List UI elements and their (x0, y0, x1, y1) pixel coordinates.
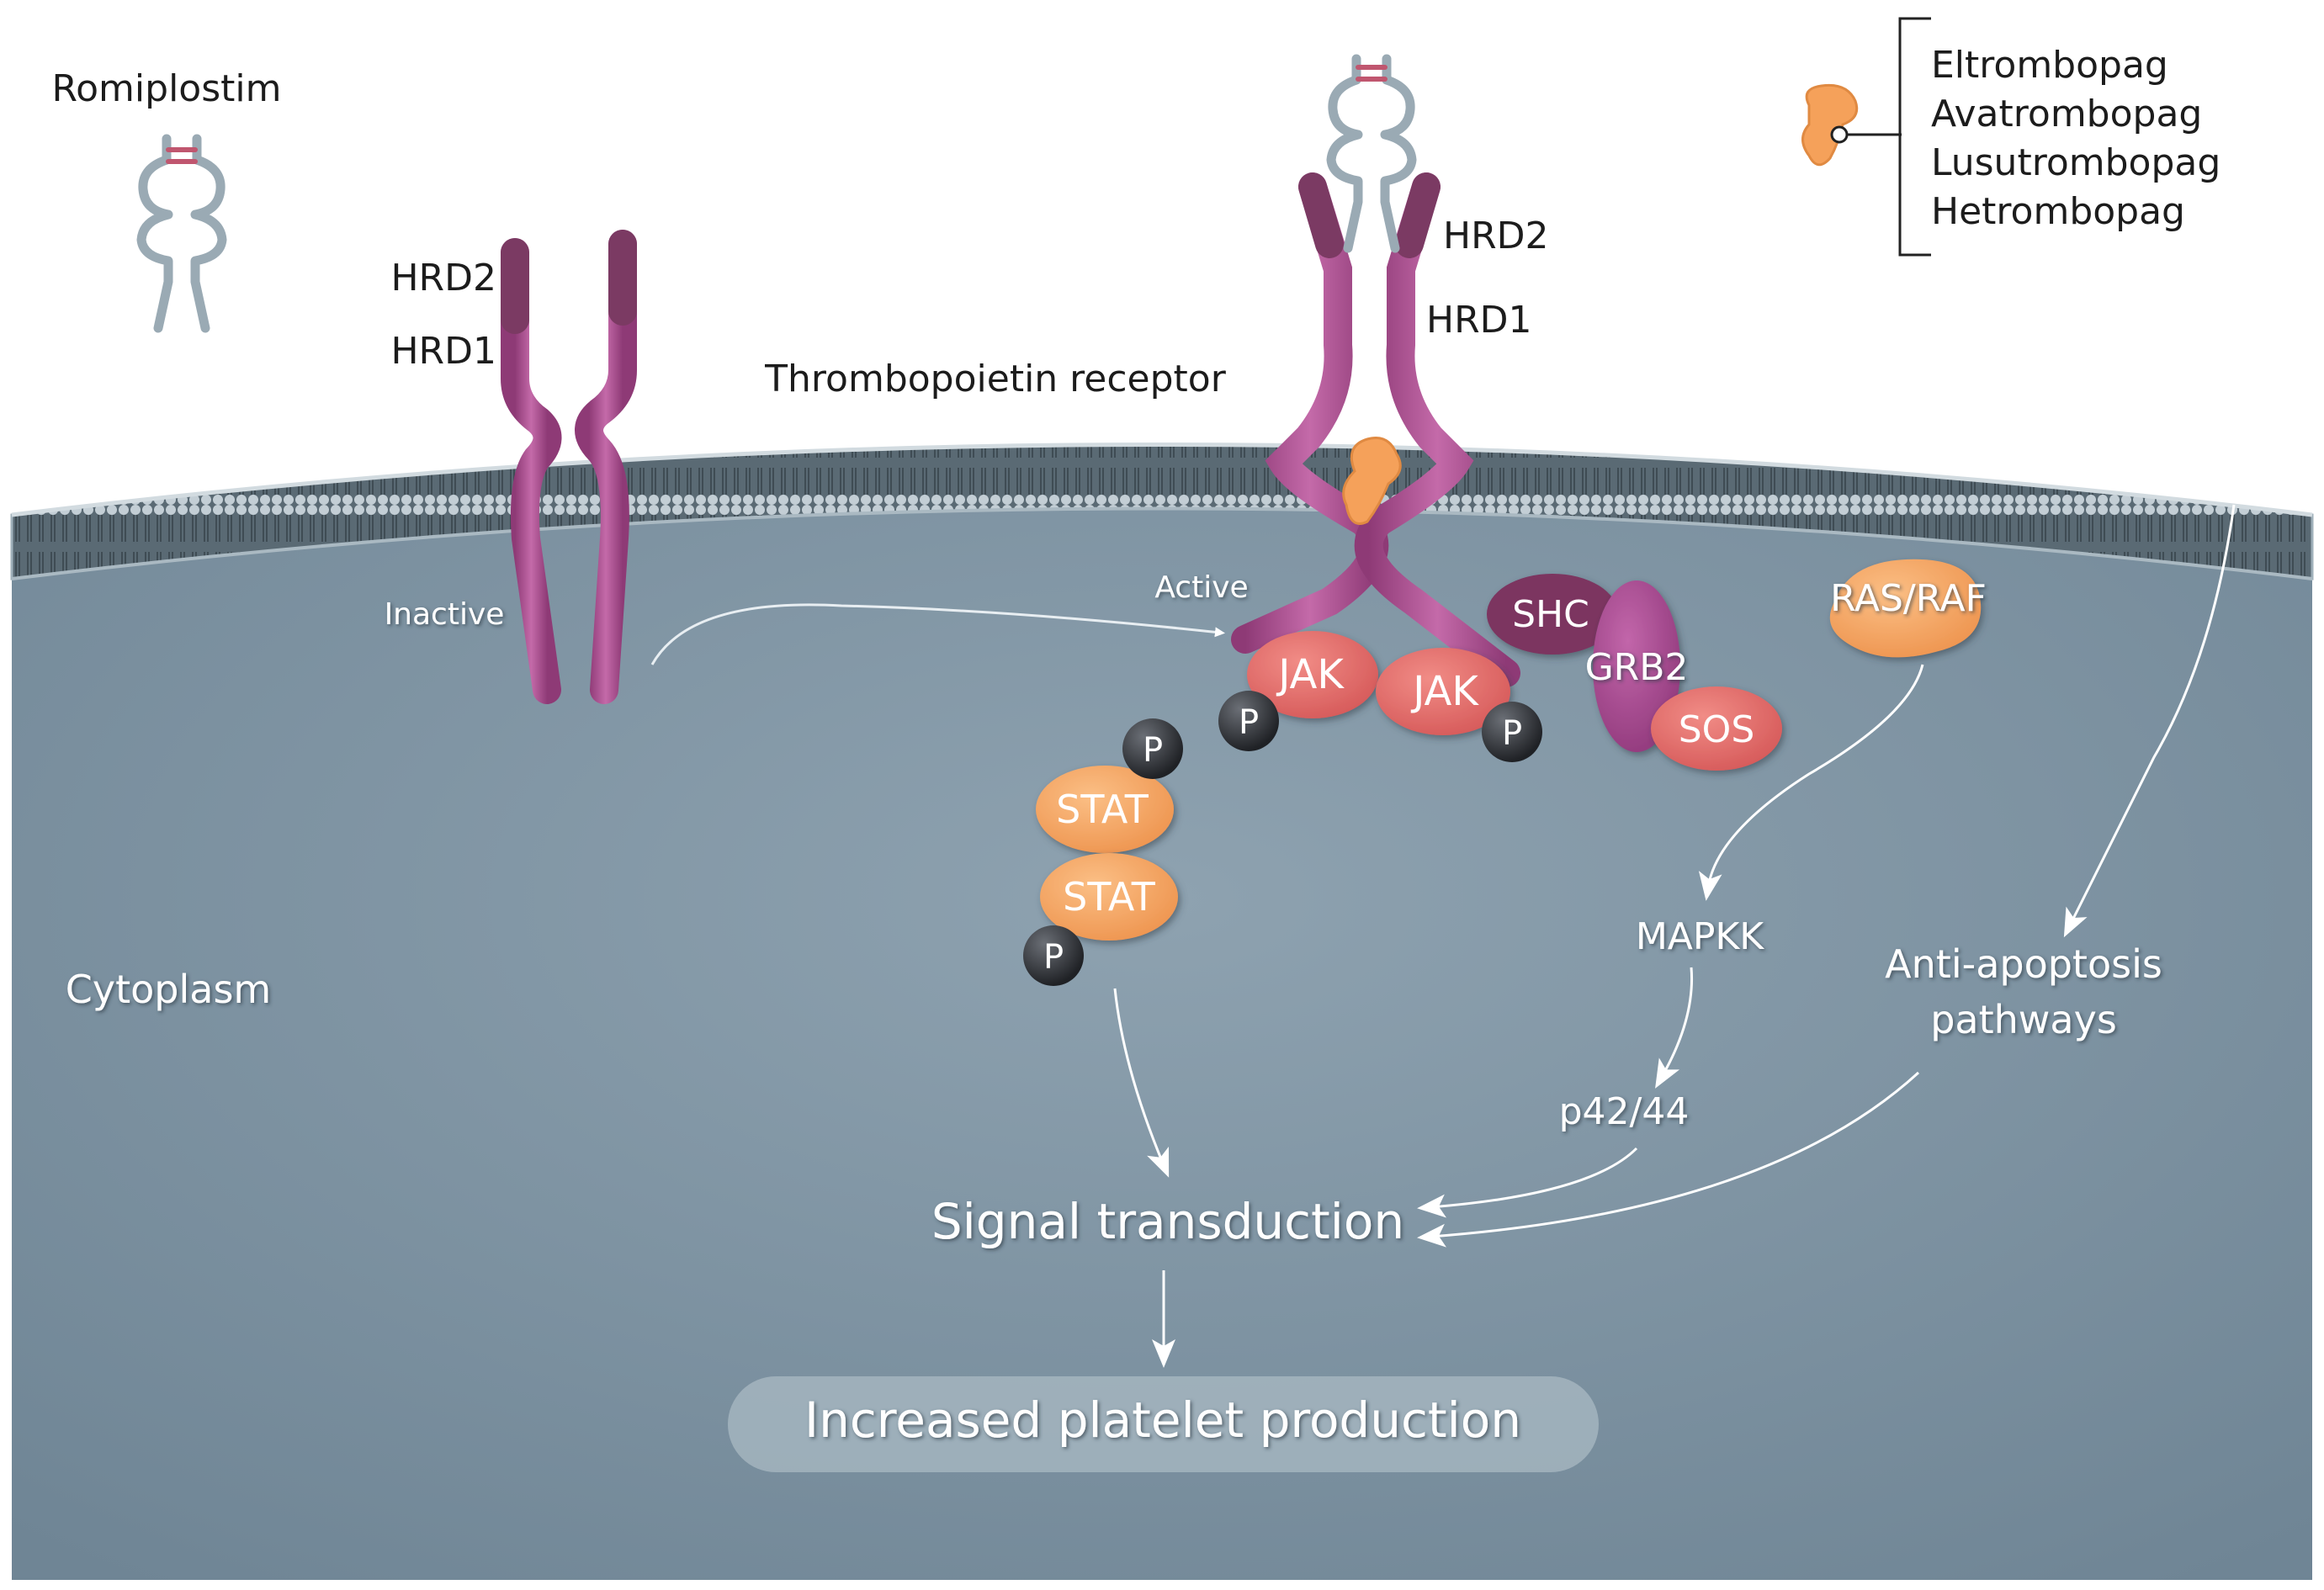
legend-bracket (1898, 17, 1931, 257)
receptor-name-label: Thrombopoietin receptor (764, 358, 1227, 400)
cytoplasm-label: Cytoplasm (66, 967, 271, 1012)
sos-label: SOS (1679, 708, 1755, 751)
drug-eltrombopag: Eltrombopag (1931, 44, 2168, 87)
active-label: Active (1154, 570, 1248, 605)
phosphate-stat-top-label: P (1143, 731, 1163, 770)
arrow-p4244-to-signal (1417, 1147, 1638, 1218)
drug-avatrombopag: Avatrombopag (1931, 93, 2202, 135)
romiplostim-molecule (136, 134, 227, 333)
signal-transduction-label: Signal transduction (931, 1193, 1404, 1250)
jak-right-label: JAK (1410, 668, 1479, 715)
stat-bottom (1040, 853, 1178, 941)
drug-lusutrombopag: Lusutrombopag (1931, 141, 2221, 184)
membrane-inner-edge (11, 506, 2313, 580)
outcome-pill (728, 1376, 1599, 1472)
small-molecule-icon (1801, 83, 1859, 167)
phosphate-stat-bottom: P (1023, 925, 1084, 986)
legend-dot (1830, 125, 1849, 144)
stat-bottom-label: STAT (1063, 874, 1156, 920)
anti-apoptosis-label-line1: Anti-apoptosis (1885, 941, 2162, 987)
drug-hetrombopag: Hetrombopag (1931, 190, 2185, 233)
hrd2-left-label: HRD2 (390, 257, 496, 299)
romiplostim-bound (1326, 54, 1417, 253)
arrow-stat-to-signal (1113, 988, 1170, 1178)
jak-left-label: JAK (1276, 651, 1345, 698)
mapkk-label: MAPKK (1636, 915, 1764, 958)
phosphate-jak-left-label: P (1239, 703, 1259, 742)
hrd1-right-label: HRD1 (1426, 299, 1532, 342)
shc-protein (1487, 574, 1618, 655)
phosphate-jak-left: P (1218, 691, 1279, 751)
ras-raf-label: RAS/RAF (1830, 577, 1987, 620)
jak-right (1376, 648, 1510, 735)
ras-raf-protein (1829, 559, 1982, 658)
hrd1-left-label: HRD1 (390, 330, 496, 373)
phosphate-stat-bottom-label: P (1043, 938, 1064, 977)
hrd2-right-label: HRD2 (1443, 215, 1549, 257)
small-molecule-bound (1342, 437, 1402, 525)
arrow-mapkk-to-p4244 (1655, 967, 1694, 1089)
stat-top (1036, 766, 1174, 853)
arrow-antiapoptosis-to-signal (1417, 1071, 1920, 1248)
sos-protein (1651, 686, 1782, 771)
phosphate-jak-right-label: P (1502, 714, 1522, 753)
outcome-label: Increased platelet production (804, 1391, 1521, 1449)
phosphate-stat-top: P (1122, 718, 1183, 779)
membrane-outer-edge (11, 443, 2313, 517)
grb2-label: GRB2 (1585, 646, 1689, 689)
receptor-inactive (501, 230, 637, 704)
inactive-label: Inactive (385, 597, 505, 632)
phosphate-jak-right: P (1482, 702, 1542, 762)
stat-top-label: STAT (1056, 787, 1149, 832)
shc-label: SHC (1512, 593, 1589, 636)
arrow-rasraf-to-mapkk (1698, 664, 1924, 901)
receptor-active (1231, 172, 1520, 687)
activation-arrow (650, 603, 1225, 665)
anti-apoptosis-label-line2: pathways (1930, 997, 2117, 1042)
p4244-label: p42/44 (1559, 1090, 1690, 1133)
arrow-membrane-to-antiapoptosis (2063, 504, 2236, 938)
jak-left (1247, 631, 1378, 718)
romiplostim-label: Romiplostim (52, 67, 282, 110)
